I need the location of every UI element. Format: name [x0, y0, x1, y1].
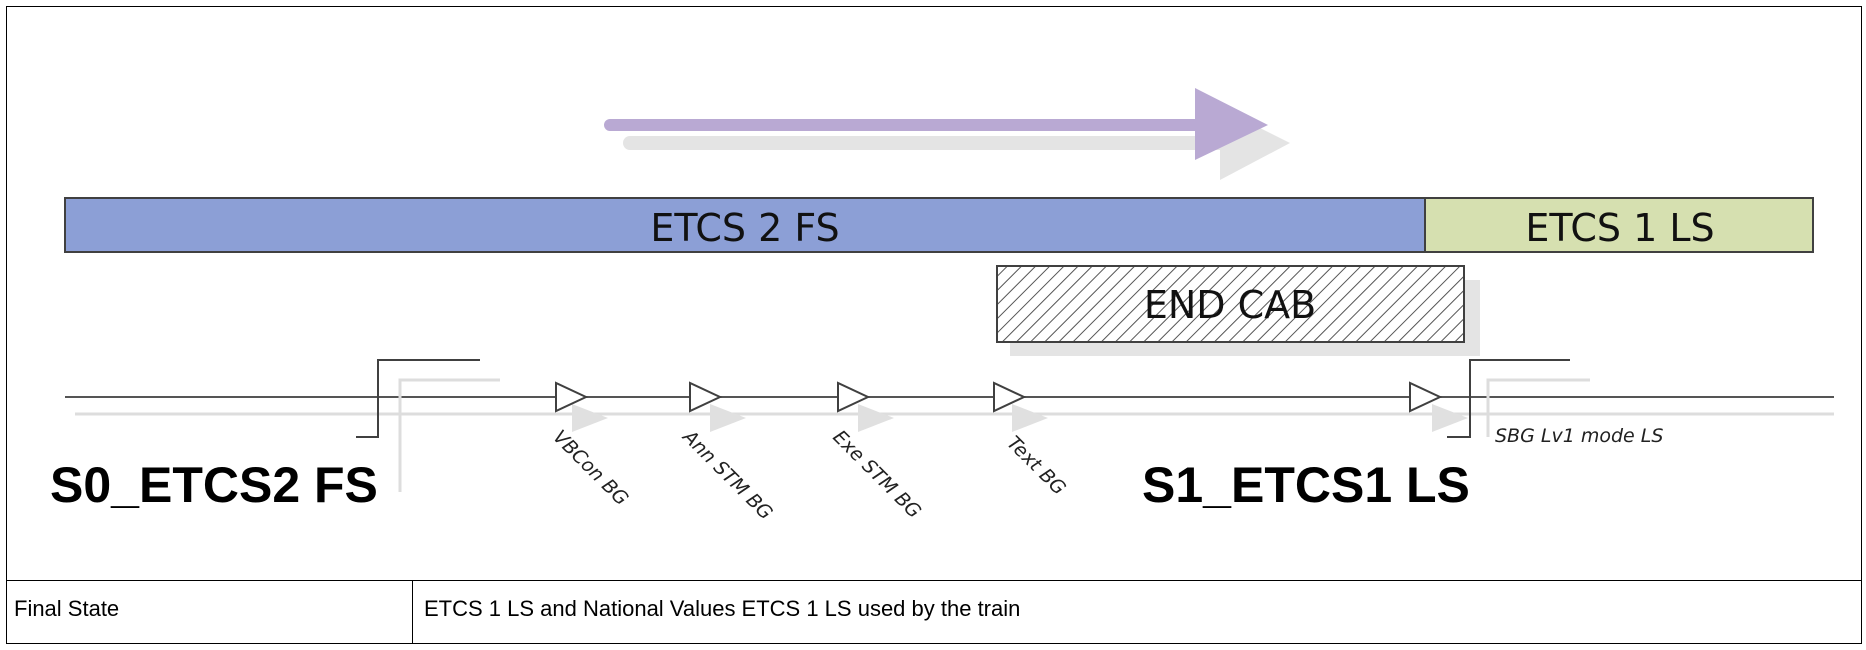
signal-s1 [1447, 359, 1590, 438]
balise-label-ann-stm: Ann STM BG [677, 425, 777, 525]
balise-exe-stm-icon [837, 381, 894, 432]
balise-text-icon [993, 381, 1048, 432]
balise-labels: VBCon BG Ann STM BG Exe STM BG Text BG [548, 425, 1069, 525]
signal-s0-label: S0_ETCS2 FS [50, 457, 378, 513]
etcs2-fs-area [64, 197, 1426, 253]
balise-sbg-icon [1409, 381, 1468, 432]
final-state-value: ETCS 1 LS and National Values ETCS 1 LS … [424, 596, 1021, 621]
balise-ann-stm-icon [689, 381, 746, 432]
signal-s1-label: S1_ETCS1 LS [1142, 457, 1470, 513]
end-cab-label: END CAB [1144, 283, 1316, 327]
balise-label-text: Text BG [1002, 432, 1069, 499]
track [65, 396, 1834, 416]
balise-label-exe-stm: Exe STM BG [828, 426, 925, 523]
direction-arrow [604, 88, 1290, 180]
figure-frame [6, 6, 1862, 644]
sbg-note: SBG Lv1 mode LS [1495, 425, 1663, 447]
etcs2-fs-label: ETCS 2 FS [650, 206, 839, 250]
table-column-divider [412, 580, 413, 644]
balise-markers [555, 381, 1468, 432]
etcs1-ls-label: ETCS 1 LS [1525, 206, 1714, 250]
level-transition-diagram: ETCS 2 FS ETCS 1 LS END CAB [50, 88, 1834, 525]
etcs1-ls-area [1424, 197, 1814, 253]
level-bar: ETCS 2 FS ETCS 1 LS [64, 197, 1814, 253]
end-cab-box: END CAB [996, 265, 1480, 356]
table-top-border [6, 580, 1862, 581]
final-state-label: Final State [14, 596, 120, 621]
balise-label-vbcon: VBCon BG [548, 426, 632, 510]
signal-s0 [356, 359, 500, 492]
balise-vbcon-icon [555, 381, 608, 432]
